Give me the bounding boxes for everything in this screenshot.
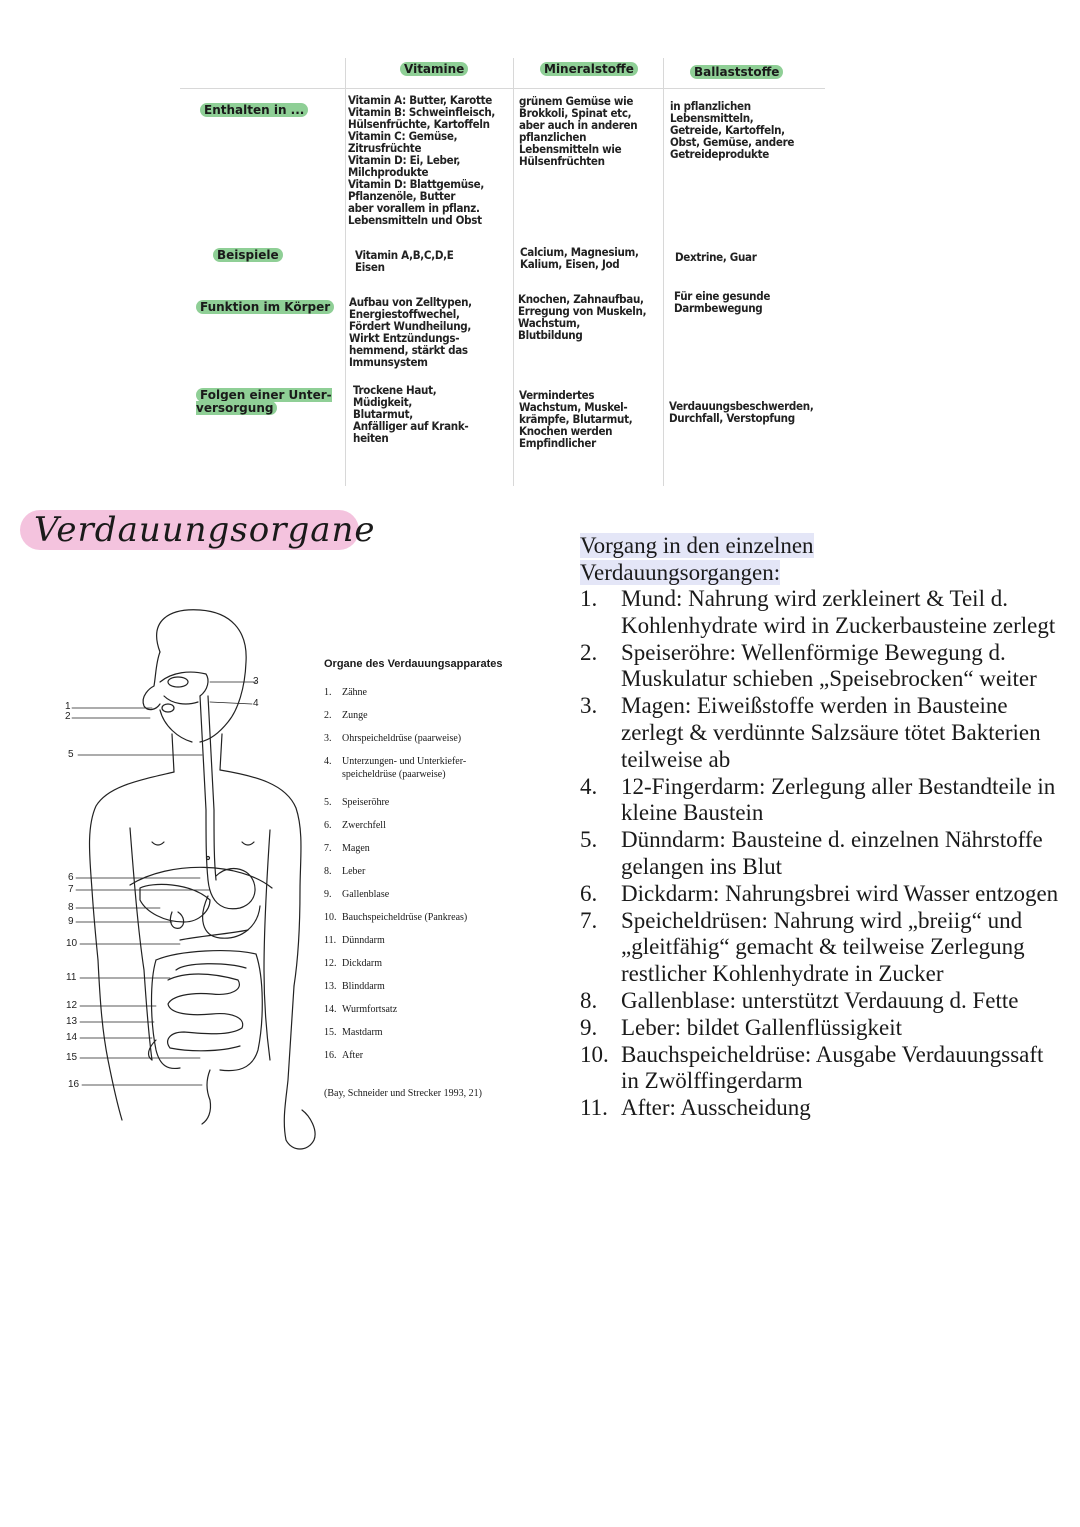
table-divider — [345, 58, 346, 486]
row-header-funktion: Funktion im Körper — [196, 300, 335, 314]
table-cell: Aufbau von Zelltypen, Energiestoffwechel… — [349, 295, 472, 369]
table-cell: Verdauungsbeschwerden, Durchfall, Versto… — [669, 399, 814, 425]
citation: (Bay, Schneider und Strecker 1993, 21) — [324, 1088, 482, 1099]
diagram-label-number: 7 — [68, 884, 74, 895]
diagram-label-number: 11 — [66, 972, 77, 983]
diagram-label-number: 5 — [68, 749, 74, 760]
process-steps: 1.Mund: Nahrung wird zerkleinert & Teil … — [580, 586, 1060, 1122]
list-item: 2.Zunge — [324, 710, 368, 721]
list-item: 3.Magen: Eiweißstoffe werden in Baustein… — [580, 693, 1041, 772]
row-header-folgen: Folgen einer Unter- versorgung — [196, 388, 332, 415]
table-cell: Knochen, Zahnaufbau, Erregung von Muskel… — [518, 292, 647, 342]
list-item: 6.Zwerchfell — [324, 820, 386, 831]
section-title: Verdauungsorgane — [20, 510, 375, 550]
organ-list: 1.Zähne 2.Zunge 3.Ohrspeicheldrüse (paar… — [324, 686, 554, 1072]
diagram-label-number: 4 — [253, 698, 259, 709]
row-header-beispiele: Beispiele — [213, 248, 283, 262]
table-cell: grünem Gemüse wie Brokkoli, Spinat etc, … — [519, 94, 638, 168]
list-item: 12.Dickdarm — [324, 958, 382, 969]
diagram-label-number: 3 — [253, 676, 259, 687]
diagram-label-number: 16 — [68, 1079, 80, 1090]
list-item: 14.Wurmfortsatz — [324, 1004, 398, 1015]
diagram-label-number: 2 — [65, 711, 71, 722]
list-item: 10.Bauchspeicheldrüse: Ausgabe Verdauung… — [580, 1041, 1044, 1094]
table-divider — [513, 58, 514, 486]
list-item: 11.Dünndarm — [324, 935, 385, 946]
diagram-label-number: 9 — [68, 916, 74, 927]
diagram-label-number: 6 — [68, 872, 74, 883]
diagram-label-number: 1 — [65, 701, 71, 712]
table-cell: Dextrine, Guar — [675, 250, 757, 264]
diagram-label-number: 8 — [68, 902, 74, 913]
col-header-ballaststoffe: Ballaststoffe — [690, 65, 784, 79]
list-item: 4.12-Fingerdarm: Zerlegung aller Bestand… — [580, 773, 1056, 826]
diagram-label-number: 13 — [66, 1016, 78, 1027]
list-item: 6.Dickdarm: Nahrungsbrei wird Wasser ent… — [580, 880, 1059, 906]
list-item: 1.Zähne — [324, 687, 367, 698]
list-item: 7.Speicheldrüsen: Nahrung wird „breiig“ … — [580, 907, 1025, 987]
table-cell: Vermindertes Wachstum, Muskel- krämpfe, … — [519, 388, 633, 450]
nutrient-table: Vitamine Mineralstoffe Ballaststoffe Ent… — [180, 58, 825, 486]
list-item: 9.Gallenblase — [324, 889, 390, 900]
list-item: 9.Leber: bildet Gallenflüssigkeit — [580, 1014, 903, 1040]
diagram-label-number: 10 — [66, 938, 78, 949]
list-item: 8.Gallenblase: unterstützt Verdauung d. … — [580, 987, 1019, 1013]
col-header-mineralstoffe: Mineralstoffe — [540, 62, 638, 76]
table-cell: Trockene Haut, Müdigkeit, Blutarmut, Anf… — [353, 383, 469, 445]
list-item: 5.Dünndarm: Bausteine d. einzelnen Nährs… — [580, 827, 1043, 879]
table-cell: Für eine gesunde Darmbewegung — [674, 289, 771, 315]
row-header-enthalten: Enthalten in ... — [200, 103, 309, 117]
list-item: 10.Bauchspeicheldrüse (Pankreas) — [324, 912, 468, 923]
table-header-rule — [180, 88, 825, 89]
digestive-diagram: 1 2 3 4 5 6 7 8 9 10 11 12 13 14 15 16 — [60, 600, 360, 1160]
organ-legend-title: Organe des Verdauungsapparates — [324, 658, 503, 670]
list-item: 16.After — [324, 1050, 364, 1061]
table-divider — [663, 58, 664, 486]
diagram-label-number: 12 — [66, 1000, 78, 1011]
list-item: 2.Speiseröhre: Wellenförmige Bewegung d.… — [580, 639, 1037, 692]
table-cell: in pflanzlichen Lebensmitteln, Getreide,… — [670, 99, 795, 161]
process-heading: Vorgang in den einzelnen Verdauungsorgan… — [580, 533, 814, 585]
list-item: 5.Speiseröhre — [324, 797, 390, 808]
diagram-label-number: 14 — [66, 1032, 78, 1043]
list-item: 4.Unterzungen- und Unterkiefer-speicheld… — [324, 756, 467, 780]
list-item: 7.Magen — [324, 843, 370, 854]
col-header-vitamine: Vitamine — [400, 62, 469, 76]
list-item: 1.Mund: Nahrung wird zerkleinert & Teil … — [580, 586, 1056, 638]
table-cell: Calcium, Magnesium, Kalium, Eisen, Jod — [520, 245, 639, 271]
table-cell: Vitamin A,B,C,D,E Eisen — [355, 248, 454, 274]
list-item: 13.Blinddarm — [324, 981, 385, 992]
digestion-process: Vorgang in den einzelnen Verdauungsorgan… — [580, 532, 1060, 1122]
list-item: 15.Mastdarm — [324, 1027, 383, 1038]
body-outline-illustration — [71, 609, 316, 1150]
list-item: 11.After: Ausscheidung — [580, 1095, 811, 1121]
list-item: 8.Leber — [324, 866, 366, 877]
table-cell: Vitamin A: Butter, Karotte Vitamin B: Sc… — [348, 93, 496, 227]
organ-legend: Organe des Verdauungsapparates 1.Zähne 2… — [324, 658, 554, 1099]
list-item: 3.Ohrspeicheldrüse (paarweise) — [324, 733, 462, 744]
diagram-label-number: 15 — [66, 1052, 78, 1063]
